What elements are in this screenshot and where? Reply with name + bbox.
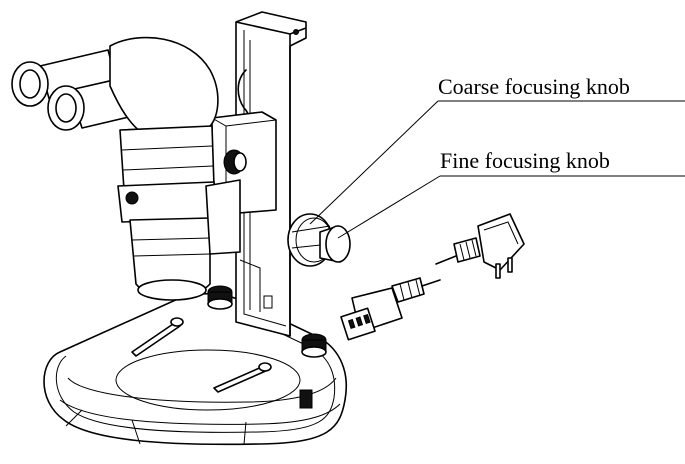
callout-label-fine-focusing-knob: Fine focusing knob — [440, 148, 610, 173]
base-lock-knob-left — [207, 285, 233, 310]
stage-clip-left — [131, 317, 184, 357]
stand-base — [43, 292, 347, 446]
callout-label-coarse-focusing-knob: Coarse focusing knob — [438, 74, 630, 99]
stage-clip-right — [213, 362, 272, 393]
binocular-head — [109, 36, 219, 139]
callout-leaders — [309, 100, 685, 239]
base-lock-knob-right — [301, 333, 327, 358]
zoom-body — [117, 125, 217, 223]
zoom-knob — [223, 149, 247, 175]
objective-lens — [129, 217, 211, 301]
power-switch — [299, 389, 313, 409]
power-cord — [340, 213, 525, 341]
fine-focus-knob — [319, 225, 351, 263]
focus-arm — [205, 179, 241, 255]
